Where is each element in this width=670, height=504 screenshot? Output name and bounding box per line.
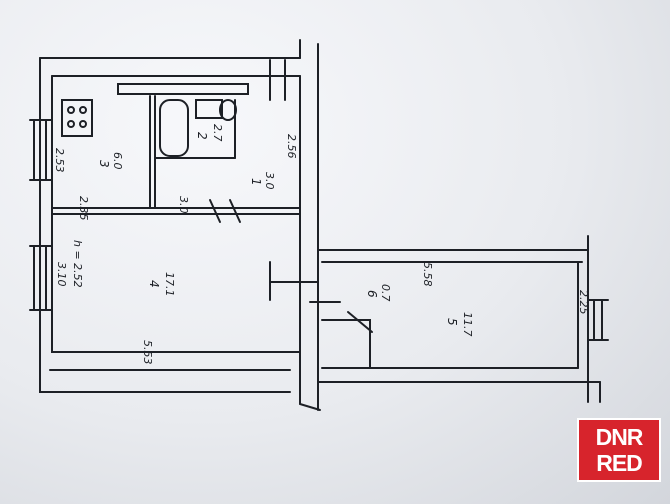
room-6-label: 6 0.7	[365, 284, 392, 302]
room-2-area: 2.7	[211, 124, 224, 142]
room-6-number: 6	[365, 290, 379, 298]
logo-line-2: RED	[596, 450, 643, 476]
room-1-label: 1 3.0	[249, 172, 276, 190]
dim-5-53: 5.53	[141, 340, 154, 365]
wall-center	[299, 39, 319, 411]
room-1-area: 3.0	[263, 172, 276, 190]
partition-kitchen	[149, 95, 156, 209]
room-4-area: 17.1	[163, 272, 176, 297]
closet	[321, 319, 371, 369]
dim-2-53: 2.53	[53, 148, 66, 173]
room-1-number: 1	[249, 178, 263, 186]
toilet-icon	[219, 99, 237, 121]
dim-5-58: 5.58	[421, 262, 434, 287]
dim-3-0: 3.0	[177, 196, 190, 214]
room-3-label: 3 6.0	[97, 152, 124, 170]
dnr-red-logo: DNR RED	[577, 418, 661, 482]
partition-horizontal	[51, 207, 301, 215]
room-3-area: 6.0	[111, 152, 124, 170]
wall-left-inner	[51, 75, 301, 353]
room-5-area: 11.7	[461, 312, 474, 337]
room-6-area: 0.7	[379, 284, 392, 302]
counter-icon	[117, 83, 249, 95]
dim-2-25: 2.25	[577, 290, 590, 315]
room-4-number: 4	[147, 280, 161, 288]
sink-icon	[195, 99, 223, 119]
dim-3-10: 3.10	[55, 262, 68, 287]
room-4-label: 4 17.1	[147, 272, 176, 297]
dim-2-56: 2.56	[285, 134, 298, 159]
dim-2-35: 2.35	[77, 196, 90, 221]
door-mark	[269, 261, 319, 301]
room-3-number: 3	[97, 160, 111, 168]
dim-height: h = 2.52	[71, 240, 84, 288]
room-5-label: 5 11.7	[445, 312, 474, 337]
room-2-label: 2 2.7	[195, 124, 224, 142]
window-left-2	[29, 245, 53, 311]
room-5-number: 5	[445, 318, 459, 326]
logo-line-1: DNR	[595, 424, 644, 450]
room-2-number: 2	[195, 132, 209, 140]
stove-icon	[61, 99, 93, 137]
wall-left-outer	[39, 57, 291, 393]
window-right	[587, 299, 609, 341]
window-left-1	[29, 119, 53, 181]
bathtub-icon	[159, 99, 189, 157]
